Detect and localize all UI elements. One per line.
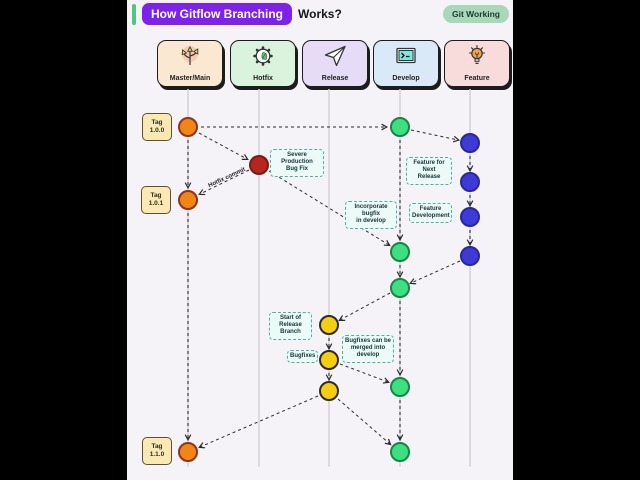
commit-node-develop-4 — [390, 377, 410, 397]
commit-node-feature-3 — [460, 207, 480, 227]
column-label: Master/Main — [169, 75, 211, 82]
terminal-icon — [393, 43, 419, 69]
branch-icon — [177, 43, 203, 69]
branch-track-hotfix — [258, 89, 260, 467]
column-label: Develop — [392, 75, 420, 82]
gear-leaf-icon — [250, 43, 276, 69]
annotation-feature-next: Feature for Next Release — [406, 157, 452, 185]
pillarbox-right — [513, 0, 640, 480]
commit-edge — [410, 129, 461, 143]
column-card-hotfix: Hotfix — [230, 40, 296, 87]
commit-node-develop-1 — [390, 117, 410, 137]
commit-node-develop-3 — [390, 278, 410, 298]
pillarbox-left — [0, 0, 127, 480]
commit-node-feature-1 — [460, 133, 480, 153]
column-card-master: Master/Main — [157, 40, 223, 87]
commit-node-develop-5 — [390, 442, 410, 462]
title-highlight: How Gitflow Branching — [142, 3, 292, 25]
branch-track-release — [328, 89, 330, 467]
tag-1-0-0: Tag 1.0.0 — [142, 113, 172, 141]
commit-node-release-start — [319, 315, 339, 335]
commit-node-hotfix-commit — [249, 155, 269, 175]
commit-node-develop-2 — [390, 242, 410, 262]
commit-node-feature-2 — [460, 172, 480, 192]
commit-node-release-bugfix-2 — [319, 381, 339, 401]
tag-1-0-1: Tag 1.0.1 — [141, 186, 171, 214]
commit-edge — [339, 363, 390, 384]
tag-1-1-0: Tag 1.1.0 — [142, 437, 172, 465]
column-label: Hotfix — [253, 75, 273, 82]
annotation-start-release: Start of Release Branch — [269, 312, 312, 340]
bulb-icon — [464, 43, 490, 69]
title-accent-bar — [132, 3, 136, 25]
commit-edge — [337, 398, 392, 446]
annotation-hotfix-commit: Hotfix commit — [207, 166, 247, 190]
commit-edge — [409, 260, 461, 285]
commit-node-release-bugfix-1 — [319, 350, 339, 370]
page-header: How Gitflow Branching Works? — [132, 3, 342, 25]
annotation-severe-bug: Severe Production Bug Fix — [270, 149, 324, 177]
commit-node-master-tag-1-0-0 — [178, 117, 198, 137]
annotation-bugfixes-merged: Bugfixes can be merged into develop — [342, 335, 394, 363]
commit-node-master-tag-1-1-0 — [178, 442, 198, 462]
commit-edge — [198, 132, 249, 160]
diagram-stage: How Gitflow Branching Works? Git Working… — [127, 0, 513, 480]
title-rest: Works? — [298, 7, 342, 21]
commit-node-feature-4 — [460, 246, 480, 266]
commit-edge — [338, 292, 391, 321]
commit-node-master-tag-1-0-1 — [178, 190, 198, 210]
column-card-release: Release — [302, 40, 368, 87]
git-working-badge: Git Working — [442, 5, 509, 23]
column-card-feature: Feature — [444, 40, 510, 87]
annotation-feature-dev: Feature Development — [409, 203, 452, 224]
branch-track-master — [187, 89, 189, 467]
column-card-develop: Develop — [373, 40, 439, 87]
branch-track-feature — [469, 89, 471, 467]
annotation-incorporate: Incorporate bugfix in develop — [345, 201, 397, 229]
column-label: Feature — [464, 75, 490, 82]
paper-plane-icon — [322, 43, 348, 69]
annotation-bugfixes: Bugfixes — [287, 350, 318, 364]
column-label: Release — [321, 75, 349, 82]
